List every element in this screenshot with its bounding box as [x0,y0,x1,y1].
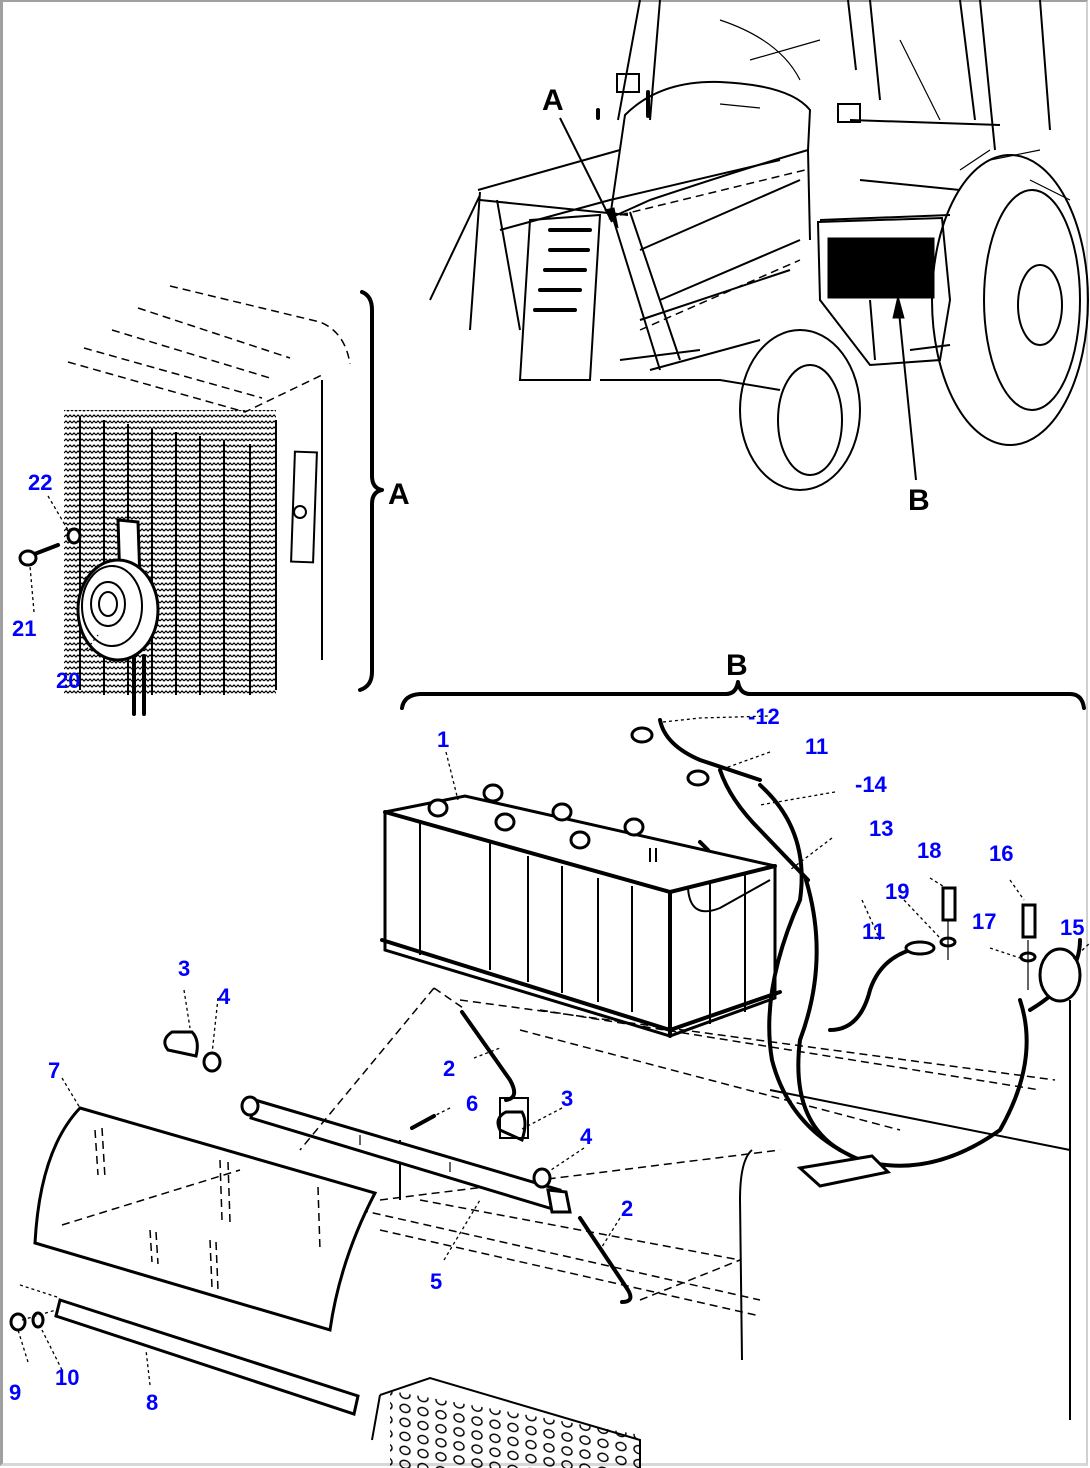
view-b-battery-detail [9,680,1090,1468]
cable-clamp [796,1154,892,1188]
washer-10 [31,1311,45,1329]
nut-9 [9,1312,27,1332]
callout-1[interactable]: 1 [437,727,450,752]
mirror-left [616,73,640,93]
callout-3-right[interactable]: 3 [561,1086,574,1111]
cable-11-lower [828,948,912,1032]
brace-a [358,290,384,692]
callout-17[interactable]: 17 [972,909,997,934]
callout-4-left[interactable]: 4 [218,984,231,1009]
battery-box-highlight [827,237,935,299]
latch-slot [290,450,318,564]
nut-4-right [532,1167,552,1189]
view-label-b: B [726,649,748,682]
wing-nut-3-left [163,1030,199,1058]
overview-marker-b: B [908,484,930,517]
callout-22[interactable]: 22 [28,470,53,495]
rear-wheel [931,154,1089,446]
view-label-a: A [388,478,410,511]
clip-bracket [499,1097,529,1139]
nut-4-left [202,1051,222,1073]
view-a-horn-detail [18,285,384,716]
callout-8[interactable]: 8 [146,1390,159,1415]
callout-11-lower[interactable]: 11 [862,919,886,944]
wing-nut-3-right [496,1110,527,1143]
battery-caps [427,783,645,850]
hook-rod-2-upper [460,1010,517,1102]
front-wheel [739,329,861,491]
callout-12[interactable]: -12 [748,704,780,729]
arrow-b [897,301,917,481]
battery [380,783,782,1038]
callout-3-left[interactable]: 3 [178,956,191,981]
bolt-16 [1021,903,1037,939]
mirror-right [837,103,861,123]
brace-b [400,680,1086,710]
callout-4-right[interactable]: 4 [580,1124,593,1149]
strip-8 [54,1298,360,1416]
hook-rod-2-lower [578,1216,633,1304]
callout-2-lower[interactable]: 2 [621,1196,634,1221]
battery-box [816,216,952,367]
bolt-18 [941,886,957,922]
callout-5[interactable]: 5 [430,1269,443,1294]
bolt-21 [30,543,60,557]
callout-6[interactable]: 6 [466,1091,479,1116]
callout-14[interactable]: -14 [855,772,887,797]
step [371,1376,641,1468]
arrow-a [559,117,613,223]
callout-7[interactable]: 7 [48,1058,61,1083]
callout-10[interactable]: 10 [55,1365,80,1390]
overview-marker-a: A [542,84,564,117]
callout-16[interactable]: 16 [989,841,1014,866]
nut-22 [66,527,82,545]
bolt-6 [410,1114,436,1130]
callout-2-upper[interactable]: 2 [443,1056,456,1081]
callout-13[interactable]: 13 [869,816,894,841]
callout-20[interactable]: 20 [56,668,81,693]
callout-9[interactable]: 9 [9,1380,22,1405]
machine-overview [429,0,1089,491]
callout-18[interactable]: 18 [917,838,942,863]
cable-11-main [758,783,1029,1168]
grommet-15 [1038,947,1082,1003]
battery-cover-7 [33,1106,378,1332]
cables [630,718,1082,1188]
callout-15[interactable]: 15 [1060,915,1085,940]
callout-21[interactable]: 21 [12,616,37,641]
callout-11-upper[interactable]: 11 [805,734,829,759]
bracket-bar-5 [240,1095,572,1214]
callout-19[interactable]: 19 [885,879,910,904]
